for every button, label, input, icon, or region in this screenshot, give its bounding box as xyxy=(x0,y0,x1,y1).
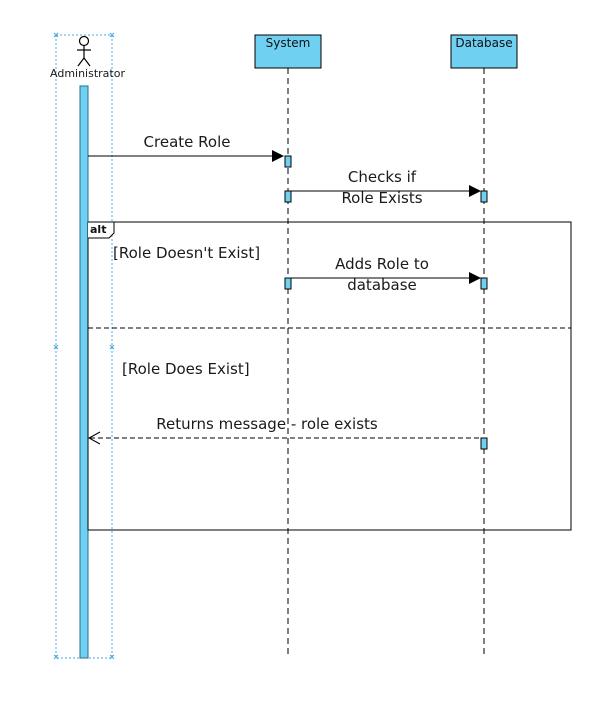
return-message-label: Returns message - role exists xyxy=(156,415,378,433)
selection-handles xyxy=(53,32,115,660)
alt-operator-label: alt xyxy=(90,223,107,236)
database-activation-2[interactable] xyxy=(480,277,488,290)
create-role-message-label: Create Role xyxy=(143,133,231,151)
guard-role-does-exist: [Role Does Exist] xyxy=(122,360,250,378)
database-activation-3[interactable] xyxy=(480,437,488,450)
create-role-arrowhead xyxy=(272,150,284,162)
system-participant-label: System xyxy=(265,36,311,50)
database-activation-1[interactable] xyxy=(480,190,488,203)
alt-fragment-frame[interactable] xyxy=(87,221,572,531)
adds-role-message-label-line2: database xyxy=(347,276,417,294)
checks-arrowhead xyxy=(469,185,481,197)
adds-role-message-label-line1: Adds Role to xyxy=(335,255,429,273)
adds-role-arrowhead xyxy=(469,272,481,284)
alt-operator-tab xyxy=(88,221,115,239)
database-participant-label: Database xyxy=(455,36,513,50)
actor-icon[interactable] xyxy=(77,35,91,67)
system-participant-box[interactable] xyxy=(254,34,322,69)
actor-selection-outline xyxy=(55,34,113,659)
return-arrowhead xyxy=(87,431,101,445)
checks-message-label-line2: Role Exists xyxy=(341,189,423,207)
checks-message-label-line1: Checks if xyxy=(347,168,417,186)
system-activation-2[interactable] xyxy=(284,190,292,203)
system-activation-1[interactable] xyxy=(284,155,292,168)
system-activation-3[interactable] xyxy=(284,277,292,290)
actor-activation-bar[interactable] xyxy=(79,85,89,659)
guard-role-doesnt-exist: [Role Doesn't Exist] xyxy=(113,244,261,262)
actor-label: Administrator xyxy=(50,67,125,80)
